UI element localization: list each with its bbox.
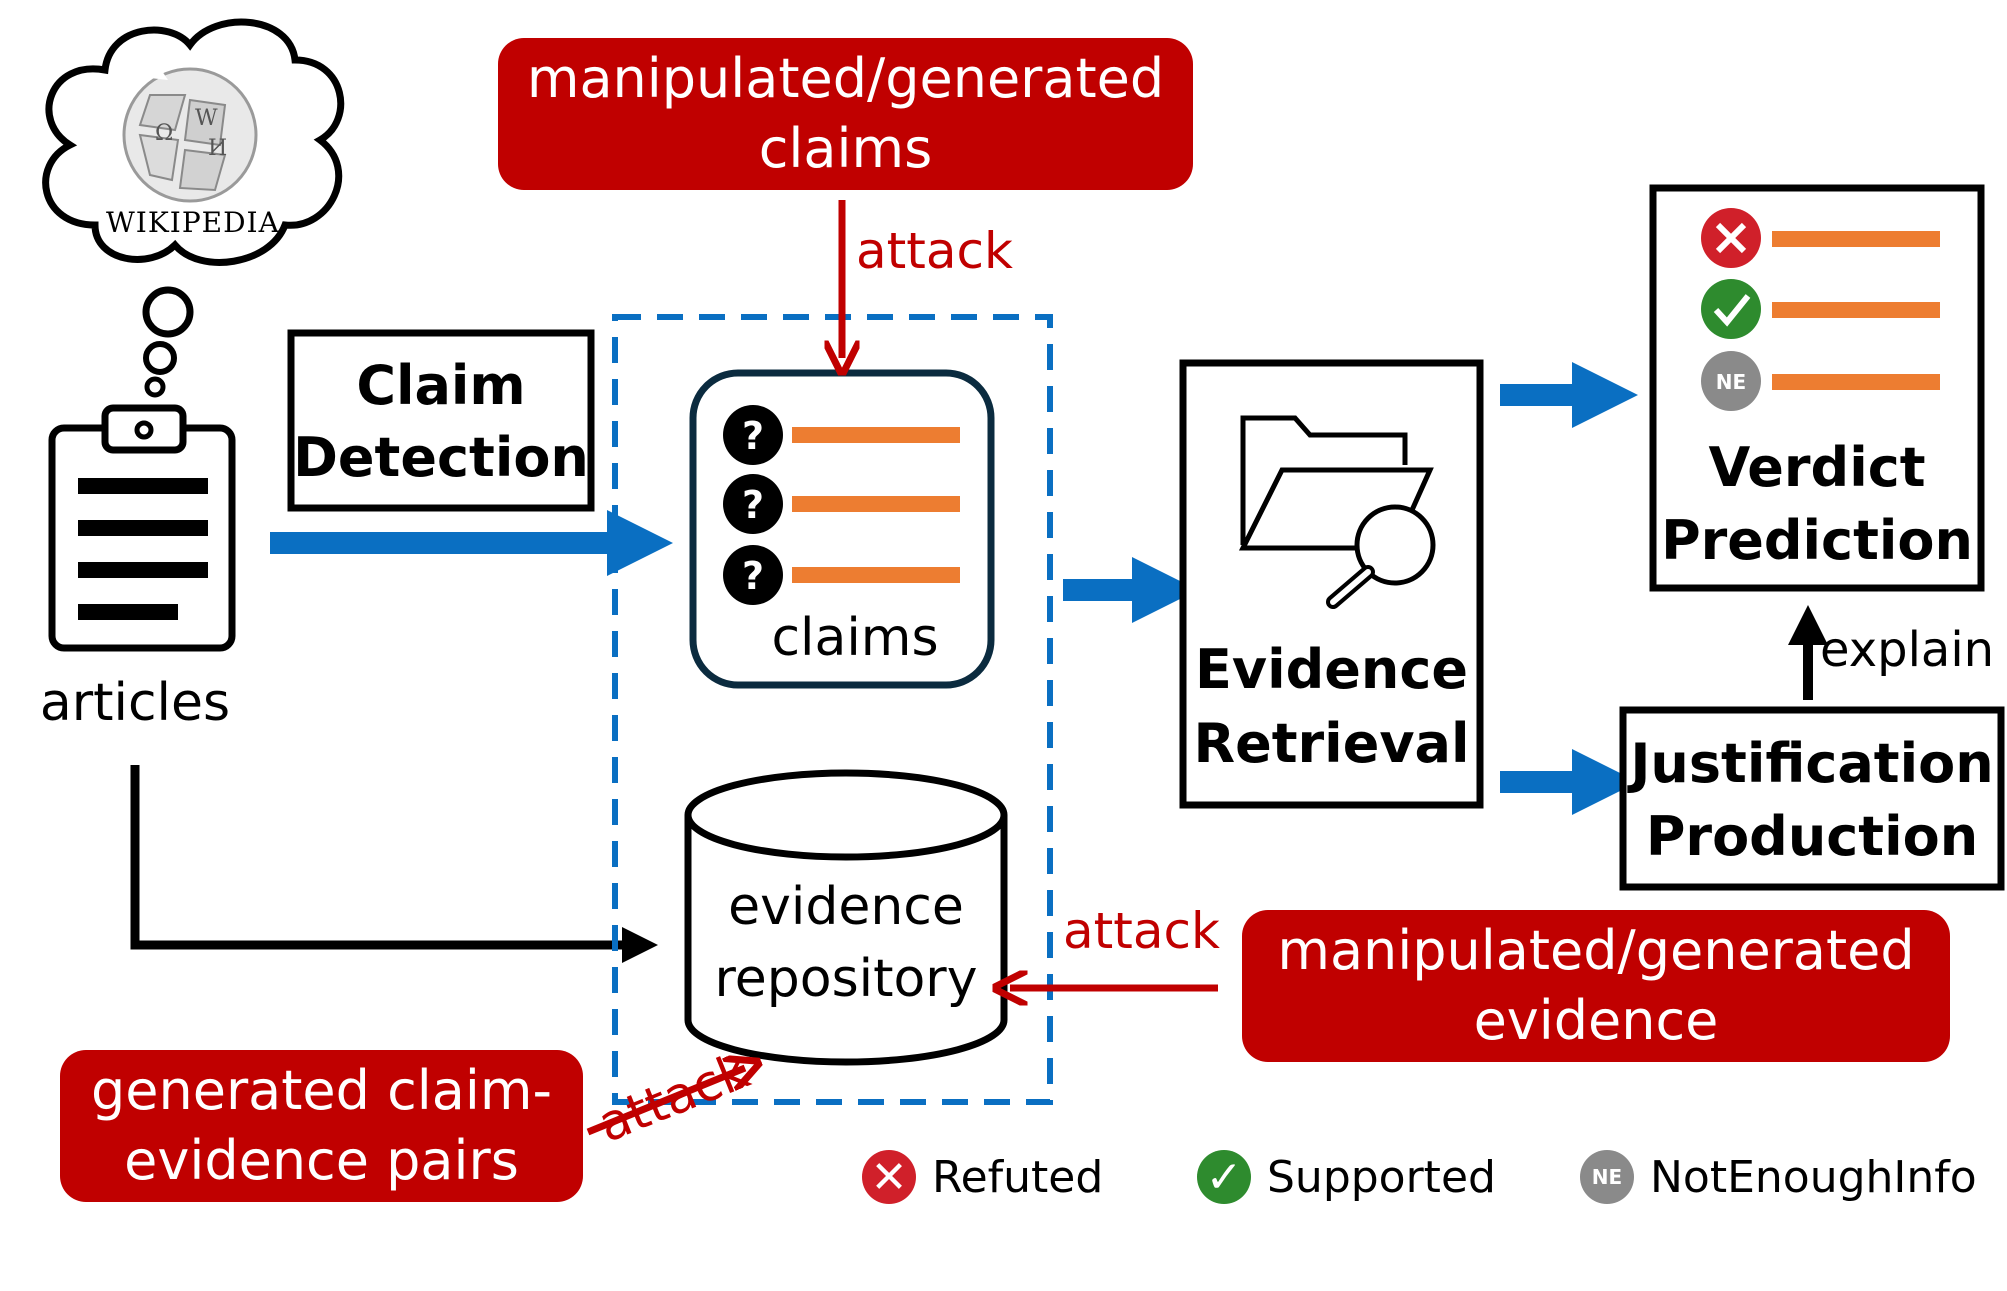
articles-to-repository-arrow bbox=[130, 765, 658, 963]
svg-text:Ω: Ω bbox=[155, 121, 173, 146]
question-icon bbox=[723, 474, 783, 534]
svg-text:И: И bbox=[208, 136, 227, 161]
check-circle-icon: ✓ bbox=[1197, 1150, 1251, 1204]
claims-label: claims bbox=[771, 608, 939, 668]
legend-notenoughinfo: NE NotEnoughInfo bbox=[1580, 1150, 1977, 1204]
legend-notenoughinfo-label: NotEnoughInfo bbox=[1650, 1151, 1977, 1203]
attack-arrow-pairs bbox=[586, 1068, 745, 1136]
evidence-repository-label-1: evidence bbox=[728, 877, 964, 937]
explain-label: explain bbox=[1820, 622, 1995, 678]
verdict-prediction-title-2: Prediction bbox=[1661, 509, 1973, 572]
svg-text:?: ? bbox=[742, 414, 764, 458]
manipulated-claims-line1: manipulated/generated bbox=[526, 47, 1165, 110]
svg-text:?: ? bbox=[742, 554, 764, 598]
x-circle-icon: ✕ bbox=[862, 1150, 916, 1204]
evidence-retrieval-title-2: Retrieval bbox=[1193, 712, 1470, 775]
legend-supported: ✓ Supported bbox=[1197, 1150, 1496, 1204]
justification-production-title-2: Production bbox=[1645, 805, 1979, 868]
claims-list: ? ? ? bbox=[723, 405, 960, 605]
manipulated-evidence-box: manipulated/generated evidence bbox=[1242, 910, 1950, 1062]
folder-search-icon bbox=[1238, 415, 1436, 609]
question-icon bbox=[723, 545, 783, 605]
justification-production-box bbox=[1619, 706, 2005, 891]
attack-label-claims: attack bbox=[856, 222, 1013, 280]
generated-pairs-line1: generated claim- bbox=[91, 1059, 552, 1122]
generated-pairs-line2: evidence pairs bbox=[124, 1129, 519, 1192]
clipboard-icon bbox=[48, 404, 236, 652]
claim-detection-title-2: Detection bbox=[293, 426, 589, 489]
wikipedia-wordmark: WIKIPEDIA bbox=[106, 206, 280, 239]
evidence-repository-cylinder bbox=[684, 769, 1008, 1066]
manipulated-claims-line2: claims bbox=[758, 117, 933, 180]
ne-circle-icon: NE bbox=[1580, 1150, 1634, 1204]
evidence-retrieval-title-1: Evidence bbox=[1195, 638, 1468, 701]
manipulated-evidence-line1: manipulated/generated bbox=[1277, 919, 1915, 982]
dashed-input-region bbox=[612, 314, 1053, 1105]
attack-label-evidence: attack bbox=[1063, 902, 1220, 960]
evidence-repository-label-2: repository bbox=[714, 949, 978, 1009]
legend-refuted: ✕ Refuted bbox=[862, 1150, 1103, 1204]
svg-text:?: ? bbox=[742, 483, 764, 527]
wikipedia-globe-icon: Ω W И bbox=[122, 67, 258, 203]
question-icon bbox=[723, 405, 783, 465]
legend-refuted-label: Refuted bbox=[932, 1151, 1104, 1203]
claim-detection-title-1: Claim bbox=[356, 354, 526, 417]
ne-circle-icon bbox=[1701, 351, 1761, 411]
verdict-list: NE bbox=[1701, 208, 1940, 411]
verdict-prediction-title-1: Verdict bbox=[1708, 436, 1926, 499]
svg-text:NE: NE bbox=[1716, 370, 1746, 394]
articles-label: articles bbox=[39, 673, 231, 733]
check-circle-icon bbox=[1701, 279, 1761, 339]
justification-production-title-1: Justification bbox=[1630, 732, 1994, 795]
claim-detection-box bbox=[287, 329, 595, 512]
generated-pairs-box: generated claim- evidence pairs bbox=[60, 1050, 583, 1202]
legend-supported-label: Supported bbox=[1267, 1151, 1496, 1203]
manipulated-evidence-line2: evidence bbox=[1473, 989, 1719, 1052]
svg-text:W: W bbox=[195, 106, 218, 131]
manipulated-claims-box: manipulated/generated claims bbox=[498, 38, 1193, 190]
